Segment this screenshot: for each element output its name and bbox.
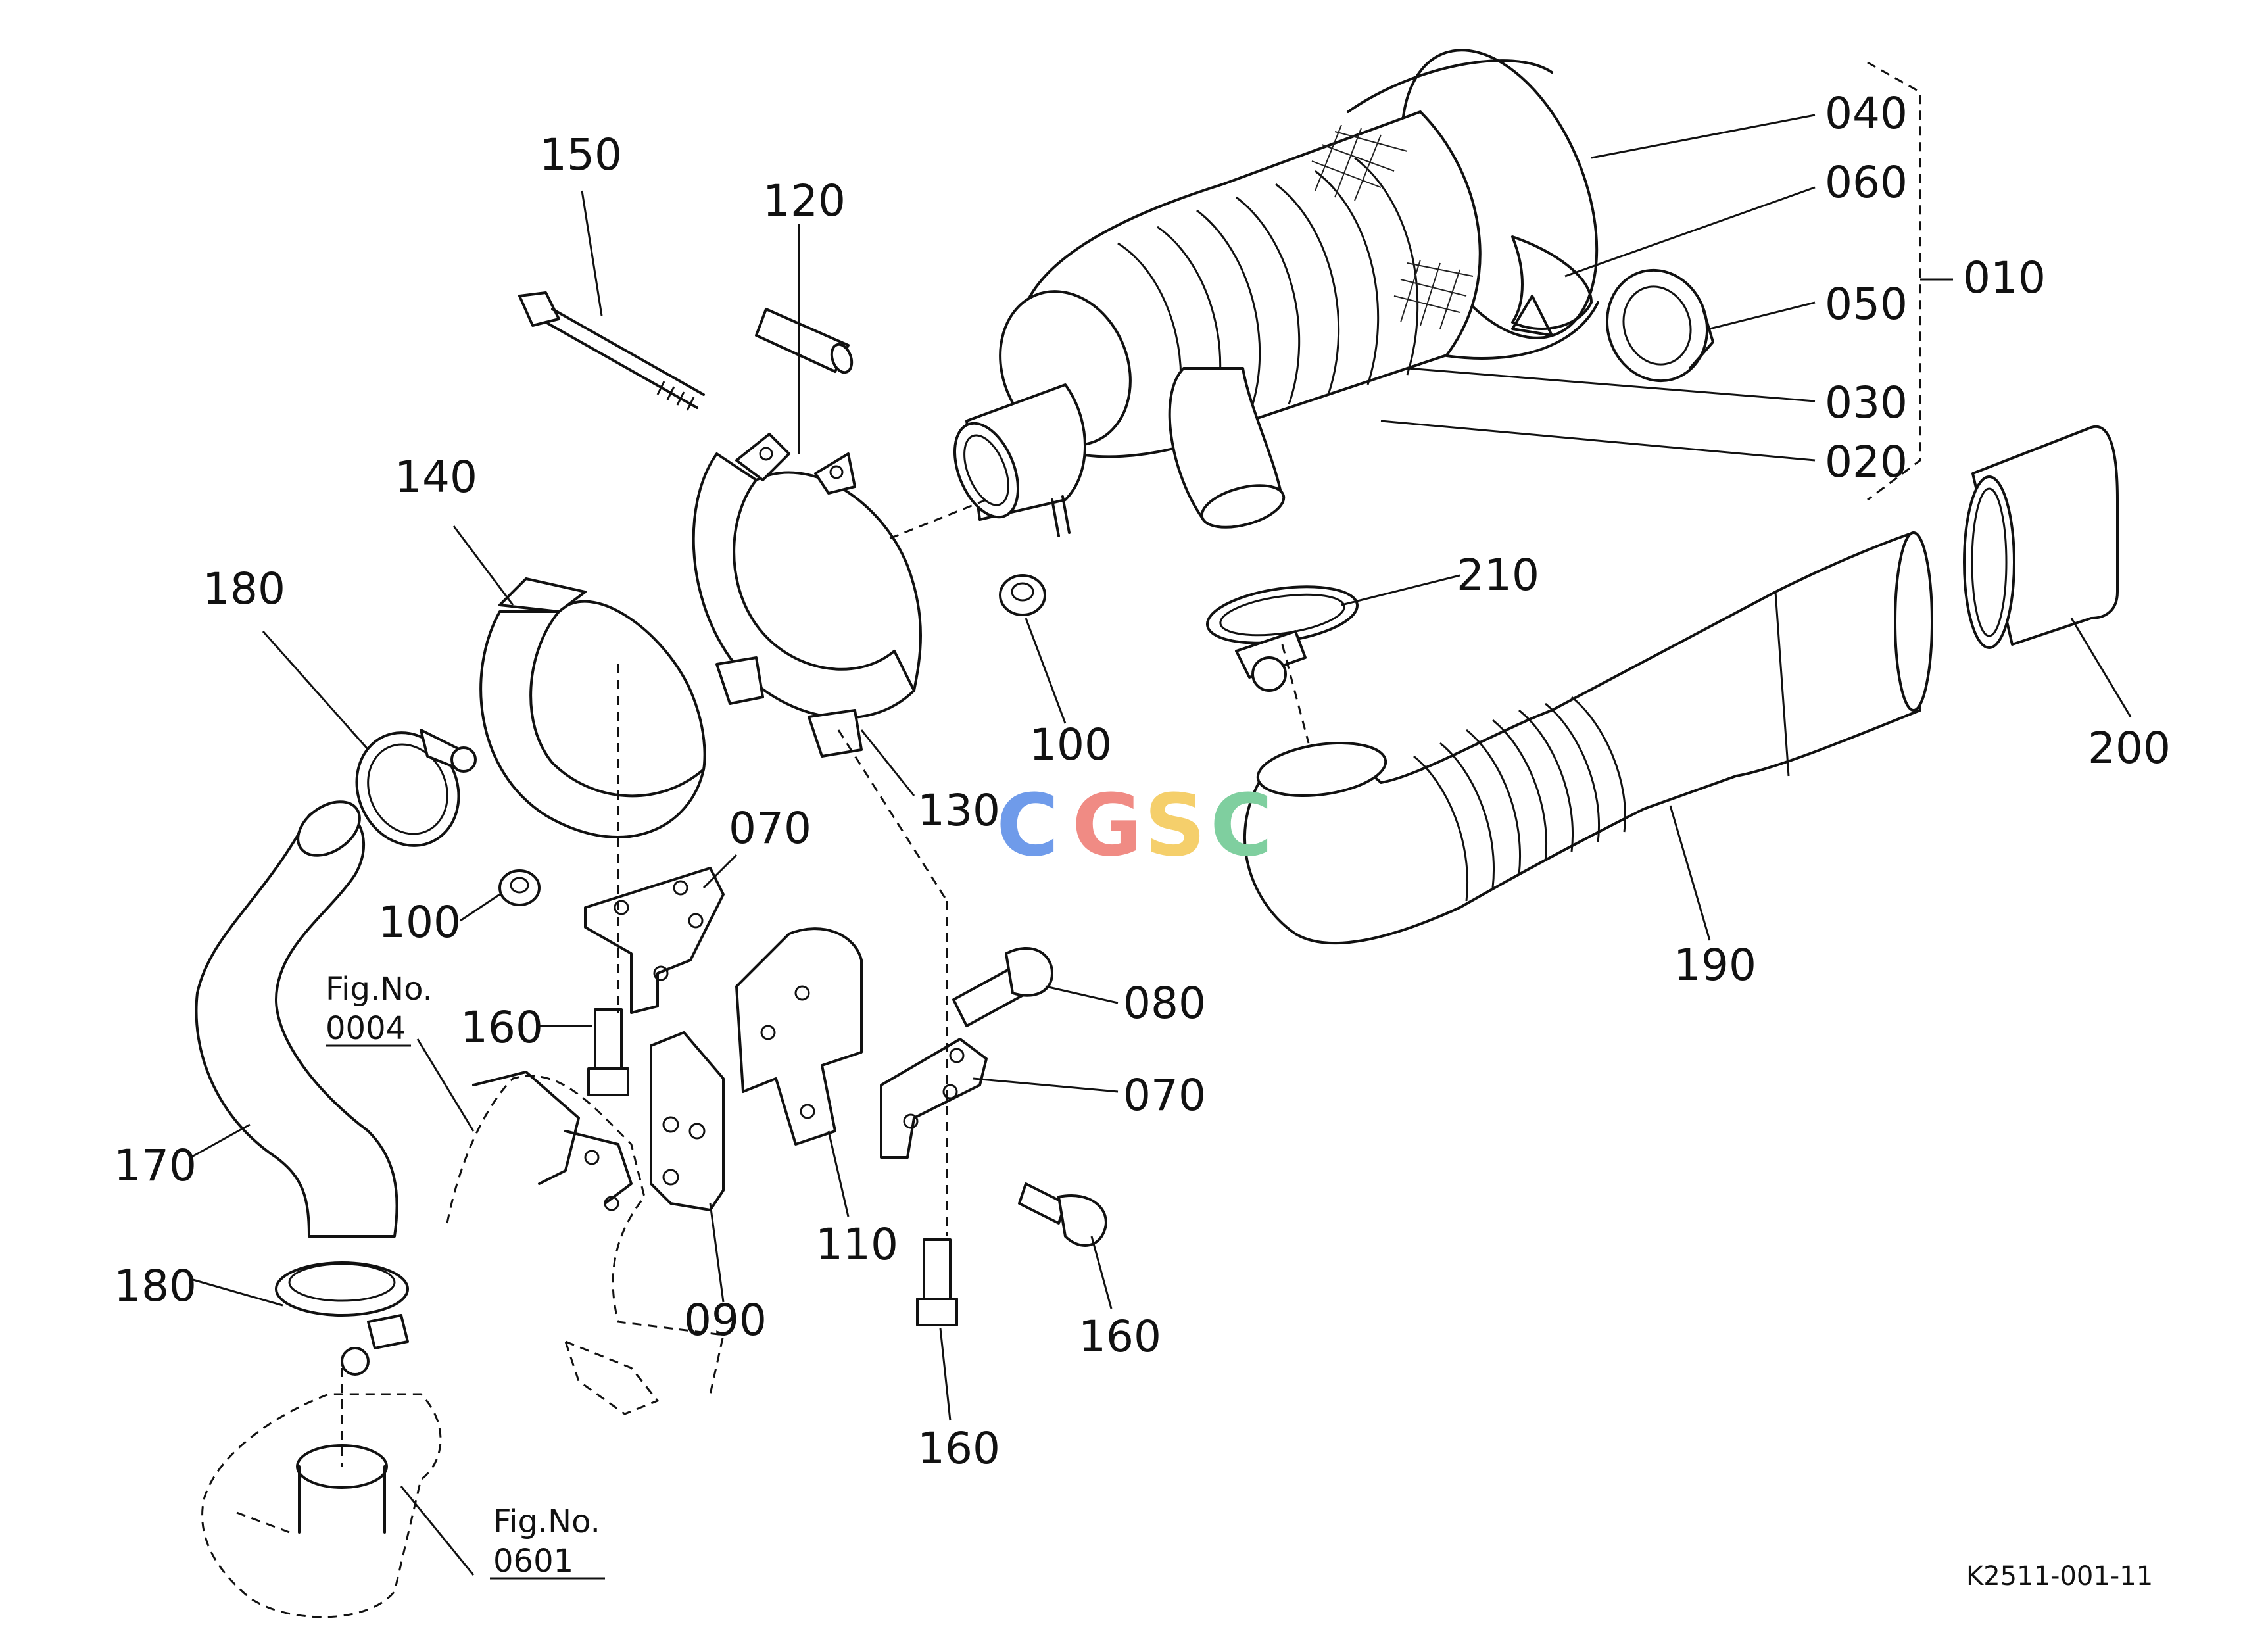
label-150: 150: [539, 130, 622, 180]
plate-090: [650, 1031, 725, 1211]
label-090: 090: [684, 1295, 767, 1346]
label-170: 170: [114, 1140, 197, 1191]
bolt-150: [518, 291, 705, 411]
watermark-letter-1: C: [996, 775, 1059, 875]
group-bracket-010: [1867, 61, 1921, 501]
hose-clamp-210: [1205, 585, 1359, 692]
hose-clamp-180-bottom: [275, 1261, 409, 1376]
label-100-right: 100: [1029, 719, 1112, 770]
label-070-top: 070: [729, 803, 811, 854]
frame-bracket-ref: [446, 1071, 725, 1415]
bolt-160-bottom: [916, 1238, 958, 1326]
drawing-code: K2511-001-11: [1966, 1561, 2153, 1591]
label-110: 110: [815, 1219, 898, 1270]
label-030: 030: [1825, 377, 1908, 428]
label-160-right: 160: [1078, 1311, 1161, 1362]
label-080: 080: [1123, 978, 1206, 1029]
stay-110: [735, 927, 863, 1146]
fig-ref-0004-title: Fig.No.: [326, 971, 433, 1007]
label-010: 010: [1963, 253, 2046, 303]
hose-clamp-180-top: [355, 729, 477, 847]
label-040: 040: [1825, 88, 1908, 139]
intake-hose-170: [195, 800, 398, 1238]
label-130: 130: [917, 785, 1000, 836]
label-020: 020: [1825, 437, 1908, 487]
label-160-bottom: 160: [917, 1423, 1000, 1474]
bracket-070-right: [880, 1038, 988, 1159]
collar-120: [755, 308, 854, 374]
watermark-letter-2: G: [1072, 775, 1142, 875]
watermark-letter-4: C: [1210, 775, 1272, 875]
bolt-160-left: [587, 1008, 629, 1096]
label-140: 140: [395, 452, 477, 502]
nut-100-right: [999, 574, 1046, 616]
watermark-letter-3: S: [1144, 775, 1206, 875]
bracket-070-left: [584, 867, 725, 1014]
mounting-band-130: [692, 433, 922, 758]
label-060: 060: [1825, 157, 1908, 208]
inlet-cap-200: [1963, 425, 2119, 649]
leader-lines: [190, 114, 2132, 1576]
nut-100-left: [498, 869, 541, 906]
label-200: 200: [2088, 723, 2171, 773]
watermark: C G S C: [996, 775, 1272, 875]
intake-duct-190: [1243, 531, 1933, 945]
label-180-bottom: 180: [114, 1261, 197, 1311]
label-190: 190: [1674, 940, 1756, 990]
evacuator-valve-050: [1605, 268, 1714, 383]
fig-ref-0004-number: 0004: [326, 1010, 406, 1047]
rubber-band-140: [479, 577, 706, 838]
bolt-080: [952, 946, 1053, 1027]
bolt-160-right: [1018, 1182, 1107, 1247]
fig-ref-0601-number: 0601: [493, 1543, 573, 1580]
engine-intake-elbow-ref: [201, 1393, 442, 1618]
label-120: 120: [763, 176, 846, 226]
band-clamp-060: [1511, 235, 1593, 337]
label-180-top: 180: [203, 564, 285, 614]
label-070-right: 070: [1123, 1070, 1206, 1121]
label-050: 050: [1825, 279, 1908, 329]
air-cleaner-body: [953, 49, 1599, 537]
label-100-left: 100: [378, 897, 461, 948]
label-160-left: 160: [460, 1002, 543, 1053]
label-210: 210: [1457, 550, 1539, 600]
fig-ref-0601-title: Fig.No.: [493, 1503, 600, 1540]
